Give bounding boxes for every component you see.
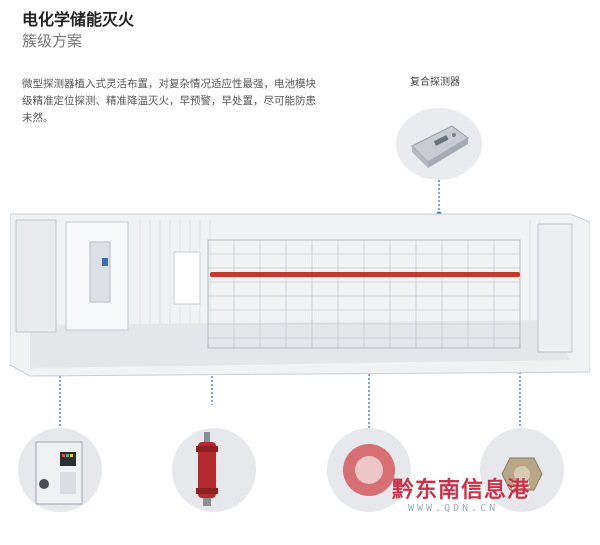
composite-detector-image	[396, 108, 482, 180]
description-text: 微型探测器植入式灵活布置，对复杂情况适应性最强，电池模块级精准定位探测、精准降温…	[22, 78, 316, 124]
page-subtitle: 簇级方案	[22, 33, 83, 50]
control-panel-image	[18, 428, 102, 512]
page-title: 电化学储能灭火	[22, 12, 135, 29]
extinguisher-cylinder-image	[172, 428, 256, 512]
watermark-url: WWW.QDN.CN	[408, 503, 499, 514]
storage-container-illustration	[10, 200, 590, 390]
watermark-text: 黔东南信息港	[392, 477, 531, 503]
detector-module-image	[327, 428, 411, 512]
sensor-head-image	[480, 428, 564, 512]
composite-detector-label: 复合探测器	[410, 77, 460, 88]
